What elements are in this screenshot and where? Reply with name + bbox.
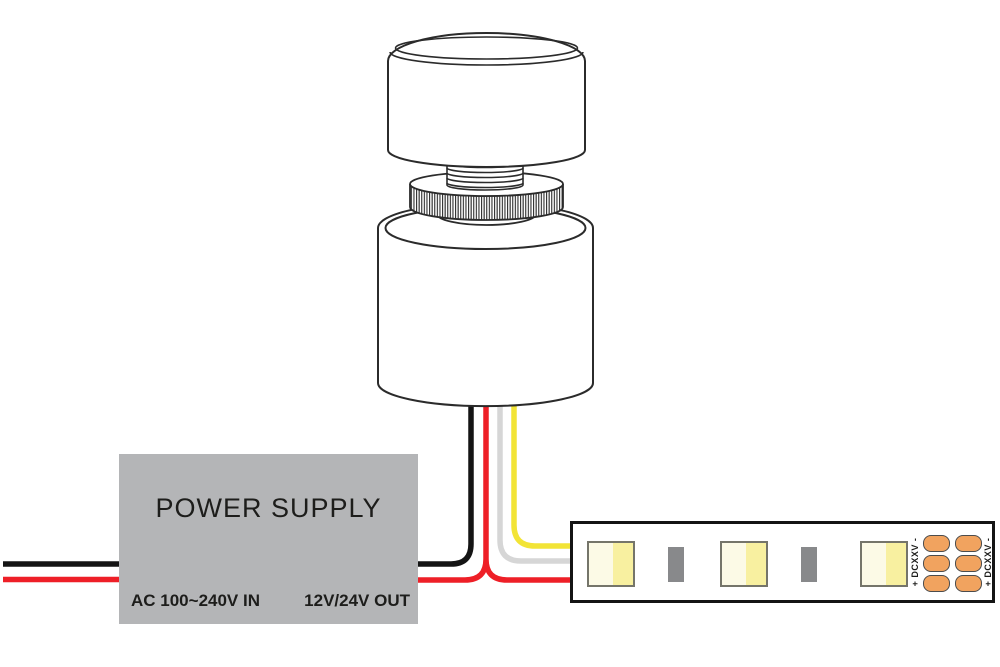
dimmer-knob[interactable] (387, 32, 586, 168)
strip-polarity-label: + DCXXV - (983, 537, 993, 587)
wires-group (3, 378, 575, 583)
solder-pad (955, 555, 982, 572)
dimmer-black-wire (414, 378, 474, 567)
solder-pad (923, 535, 950, 552)
dimmer-red-wire (414, 378, 575, 583)
dimmer-body (377, 202, 594, 408)
resistor (801, 547, 817, 582)
solder-pad (955, 535, 982, 552)
power-supply-title: POWER SUPPLY (155, 493, 382, 523)
led-chip (587, 541, 635, 587)
solder-pad (955, 575, 982, 592)
dimmer-yellow-wire (511, 378, 575, 549)
psu-output-label: 12V/24V OUT (304, 591, 410, 610)
resistor (668, 547, 684, 582)
power-supply-box: POWER SUPPLY AC 100~240V IN 12V/24V OUT (119, 454, 418, 624)
dimmer-white-wire (497, 378, 575, 564)
led-chip (720, 541, 768, 587)
solder-pad (923, 575, 950, 592)
led-strip: + DCXXV - + DCXXV - (570, 521, 995, 603)
strip-polarity-label: + DCXXV - (910, 537, 920, 587)
psu-input-label: AC 100~240V IN (131, 591, 260, 610)
dimmer-device (377, 32, 594, 408)
solder-pad (923, 555, 950, 572)
led-chip (860, 541, 908, 587)
